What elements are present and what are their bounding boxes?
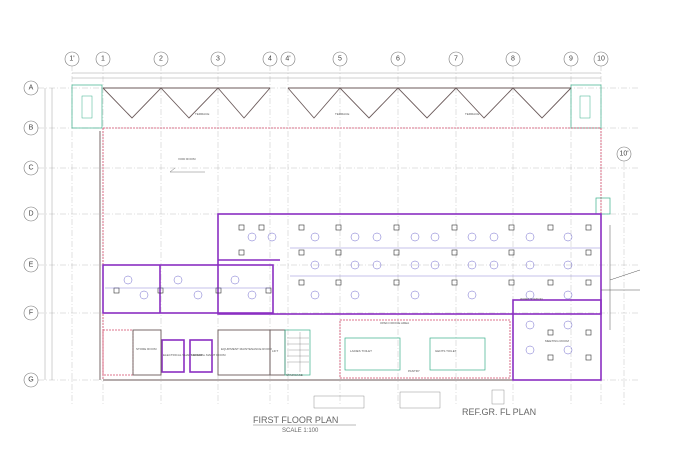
workstation-desks: WORK STATION OPEN OFFICE AREA bbox=[105, 232, 600, 355]
svg-text:10': 10' bbox=[619, 151, 628, 158]
grid-bubble-row-f: F bbox=[23, 305, 39, 321]
column-grid-bubbles: 1' 1 2 3 4 4' 5 6 7 8 9 10 10' bbox=[64, 51, 632, 162]
void-room-label: VOID ROOM bbox=[178, 157, 196, 161]
meeting-room-label: MEETING ROOM bbox=[545, 339, 569, 343]
terrace-label-mid: TERRACE bbox=[335, 112, 349, 116]
general-maint-label: GENERAL MAINT ROOM bbox=[191, 353, 226, 357]
grid-bubble-row-b: B bbox=[23, 120, 39, 136]
svg-text:7: 7 bbox=[454, 56, 458, 63]
external-leaders bbox=[601, 225, 641, 330]
svg-text:5: 5 bbox=[338, 56, 342, 63]
svg-text:1: 1 bbox=[101, 56, 105, 63]
terrace-label-right: TERRACE bbox=[465, 112, 479, 116]
ladies-toilet-label: LADIES TOILET bbox=[350, 349, 372, 353]
grid-bubble-row-g: G bbox=[23, 372, 39, 388]
svg-text:8: 8 bbox=[511, 56, 515, 63]
svg-text:B: B bbox=[29, 125, 34, 132]
grid-bubble-col-1prime: 1' bbox=[64, 51, 80, 67]
svg-text:9: 9 bbox=[569, 56, 573, 63]
grid-bubble-row-d: D bbox=[23, 206, 39, 222]
grid-bubble-row-e: E bbox=[23, 257, 39, 273]
workstation-label: WORK STATION bbox=[520, 297, 543, 301]
terrace-zone: TERRACE TERRACE TERRACE bbox=[71, 84, 602, 129]
drawing-title: FIRST FLOOR PLAN bbox=[253, 415, 338, 425]
grid-bubble-col-6: 6 bbox=[390, 51, 406, 67]
grid-bubble-col-10: 10 bbox=[593, 51, 609, 67]
grid-bubble-col-4: 4 bbox=[262, 51, 278, 67]
svg-text:4: 4 bbox=[268, 56, 272, 63]
terrace-label-left: TERRACE bbox=[195, 112, 209, 116]
open-office-label: OPEN OFFICE AREA bbox=[380, 321, 409, 325]
svg-text:E: E bbox=[29, 262, 34, 269]
structural-columns bbox=[113, 224, 592, 361]
svg-text:2: 2 bbox=[159, 56, 163, 63]
equipment-maint-label: EQUIPMENT MAINTENANCE ROOM bbox=[221, 347, 272, 351]
svg-text:G: G bbox=[28, 377, 33, 384]
grid-bubble-col-10prime: 10' bbox=[616, 146, 632, 162]
svg-text:F: F bbox=[29, 310, 33, 317]
lift-label: LIFT bbox=[272, 349, 278, 353]
svg-text:D: D bbox=[28, 211, 33, 218]
grid-bubble-row-a: A bbox=[23, 80, 39, 96]
gents-toilet-label: GENTS TOILET bbox=[435, 349, 457, 353]
grid-bubble-col-7: 7 bbox=[448, 51, 464, 67]
grid-bubble-col-9: 9 bbox=[563, 51, 579, 67]
service-rooms: STORE ROOM ELECTRICAL SHAFT ROOM GENERAL… bbox=[102, 319, 569, 379]
void-area: VOID ROOM bbox=[169, 157, 205, 173]
title-block: FIRST FLOOR PLAN SCALE 1:100 REF.GR. FL … bbox=[253, 407, 536, 434]
svg-text:4': 4' bbox=[285, 56, 290, 63]
reference-plan-label: REF.GR. FL PLAN bbox=[462, 407, 536, 417]
staircase-label: STAIRCASE bbox=[286, 373, 303, 377]
grid-bubble-col-2: 2 bbox=[153, 51, 169, 67]
drawing-scale: SCALE 1:100 bbox=[282, 428, 319, 434]
grid-bubble-row-c: C bbox=[23, 160, 39, 176]
svg-text:10: 10 bbox=[597, 56, 605, 63]
dimension-lines bbox=[44, 72, 601, 380]
grid-bubble-col-5: 5 bbox=[332, 51, 348, 67]
svg-text:6: 6 bbox=[396, 56, 400, 63]
grid-bubble-col-3: 3 bbox=[210, 51, 226, 67]
svg-text:C: C bbox=[28, 165, 33, 172]
grid-bubble-col-1: 1 bbox=[95, 51, 111, 67]
grid-bubble-col-4prime: 4' bbox=[280, 51, 296, 67]
annotation-notes bbox=[313, 389, 505, 409]
svg-text:3: 3 bbox=[216, 56, 220, 63]
grid-bubble-col-8: 8 bbox=[505, 51, 521, 67]
svg-text:A: A bbox=[29, 85, 34, 92]
pantry-label: PANTRY bbox=[408, 369, 420, 373]
svg-text:1': 1' bbox=[69, 56, 74, 63]
electrical-room-label: ELECTRICAL SHAFT ROOM bbox=[163, 353, 203, 357]
row-grid-bubbles: A B C D E F G bbox=[23, 80, 39, 388]
office-partitions bbox=[102, 213, 602, 381]
store-room-label: STORE ROOM bbox=[136, 347, 157, 351]
